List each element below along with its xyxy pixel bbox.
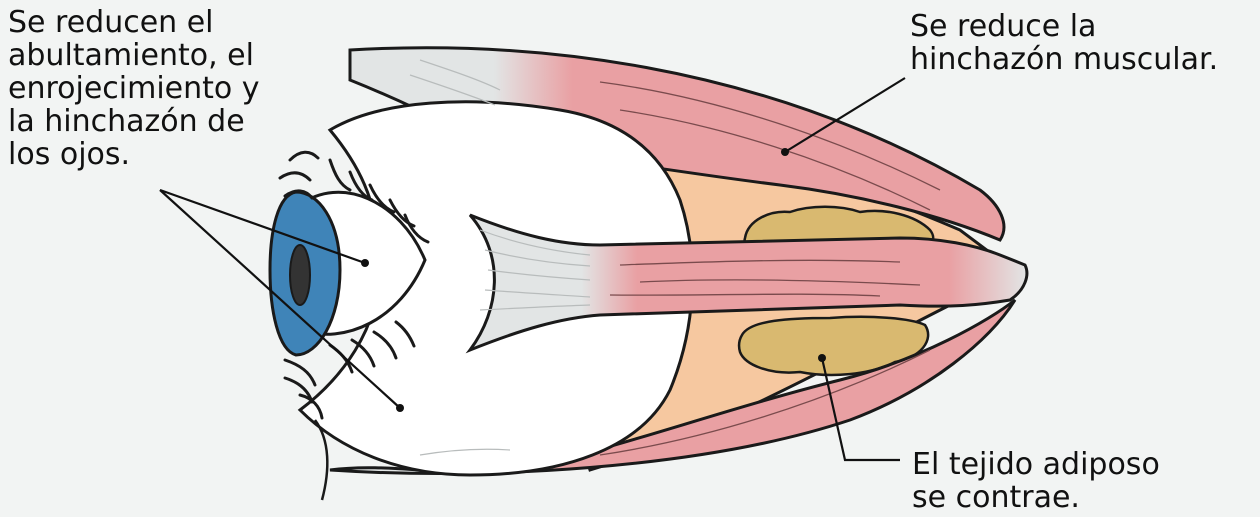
label-fat-tissue: El tejido adiposo se contrae. xyxy=(912,448,1160,514)
label-muscle-swelling: Se reduce la hinchazón muscular. xyxy=(910,10,1218,76)
label-eye-swelling: Se reducen el abultamiento, el enrojecim… xyxy=(8,6,260,171)
pupil xyxy=(290,245,310,305)
